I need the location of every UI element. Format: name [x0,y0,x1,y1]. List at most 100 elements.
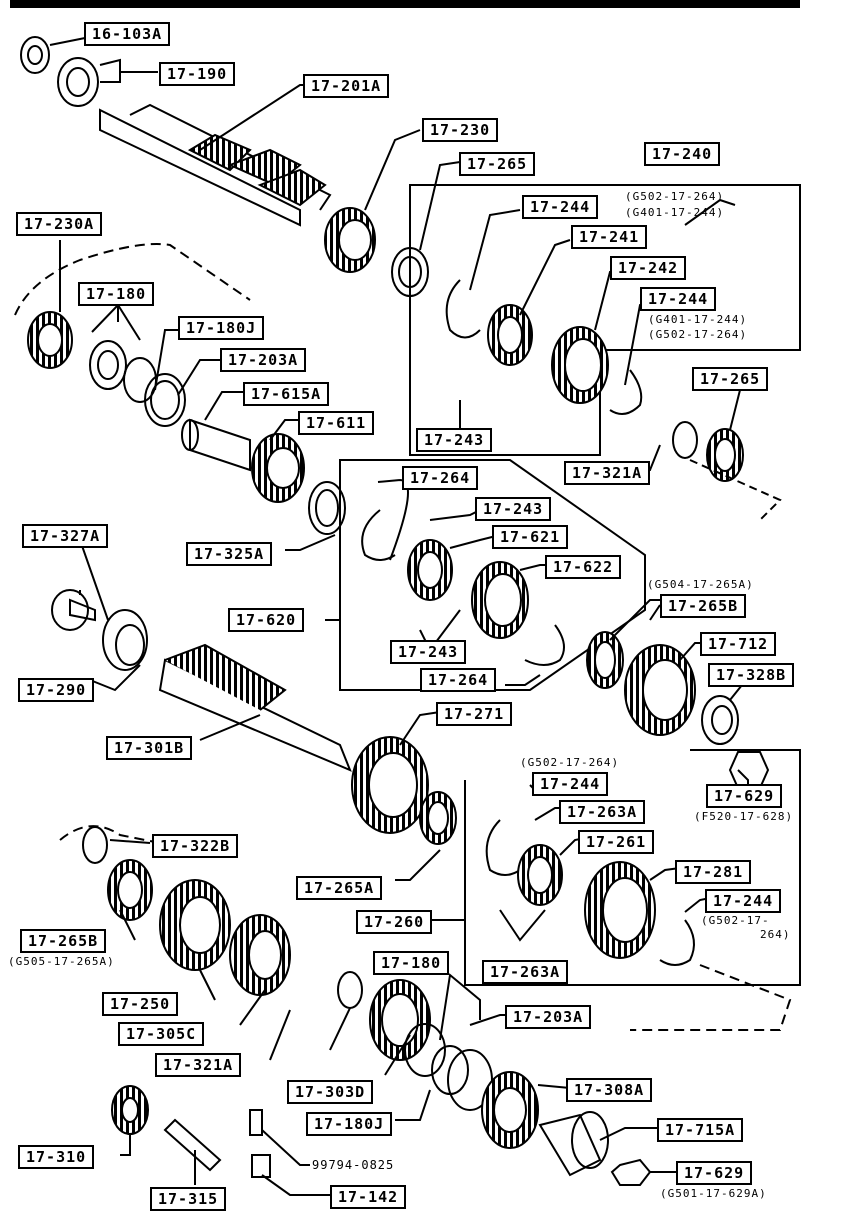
note-g502-17-264-c: (G502-17-264) [520,756,620,769]
callout-17-328B: 17-328B [708,663,795,687]
bolt-part-number: 99794-0825 [312,1158,395,1172]
callout-17-615A: 17-615A [243,382,330,406]
callout-17-265-mid: 17-265 [692,367,769,391]
callout-17-712: 17-712 [700,632,777,656]
callout-16-103A: 16-103A [84,22,171,46]
callout-17-321A-low: 17-321A [155,1053,242,1077]
callout-17-241: 17-241 [571,225,648,249]
note-g401-17-244-b: (G401-17-244) [648,313,748,326]
snap-ring-17-264b [524,624,565,666]
note-g504-17-265A: (G504-17-265A) [647,578,754,591]
bolt-99794-0825 [249,1109,263,1136]
callout-17-250: 17-250 [102,992,179,1016]
callout-17-263A-a: 17-263A [559,800,646,824]
countershaft-17-301B [158,658,352,772]
callout-17-265-top: 17-265 [459,152,536,176]
sleeve-17-615A [189,418,251,472]
callout-17-265B-low: 17-265B [20,929,107,953]
callout-17-203A-top: 17-203A [220,348,307,372]
box-17-260 [464,749,801,986]
callout-17-260: 17-260 [356,910,433,934]
callout-17-620: 17-620 [228,608,305,632]
callout-17-310: 17-310 [18,1145,95,1169]
note-g502-17-264-b: (G502-17-264) [648,328,748,341]
callout-17-264-b: 17-264 [420,668,497,692]
bracket-17-142 [251,1154,271,1178]
bearing-17-290 [102,609,148,671]
snap-ring-17-244d [659,919,695,966]
callout-17-201A: 17-201A [303,74,390,98]
callout-17-308A: 17-308A [566,1078,653,1102]
note-f520-17-628: (F520-17-628) [694,810,794,823]
callout-17-244-a: 17-244 [522,195,599,219]
callout-17-244-d: 17-244 [705,889,782,913]
callout-17-242: 17-242 [610,256,687,280]
callout-17-265A: 17-265A [296,876,383,900]
callout-17-715A: 17-715A [657,1118,744,1142]
callout-17-325A: 17-325A [186,542,273,566]
ring-17-321A-low [337,971,363,1009]
callout-17-230: 17-230 [422,118,499,142]
callout-17-629-mid: 17-629 [706,784,783,808]
box-17-620 [339,459,646,691]
callout-17-203A-low: 17-203A [505,1005,592,1029]
snap-ring-17-264 [361,509,396,561]
snap-ring-17-244c [485,819,521,876]
bearing-part [57,57,99,107]
nut-17-629-low [610,1158,652,1186]
callout-17-621: 17-621 [492,525,569,549]
spacer-17-328B [701,695,739,745]
callout-17-264-a: 17-264 [402,466,479,490]
callout-17-244-b: 17-244 [640,287,717,311]
main-shaft-gears [187,133,327,207]
callout-17-622: 17-622 [545,555,622,579]
callout-17-322B: 17-322B [152,834,239,858]
callout-17-243-b: 17-243 [475,497,552,521]
synchro-ring-17-325A [308,481,346,535]
top-border-bar [10,0,800,8]
callout-17-265B-mid: 17-265B [660,594,747,618]
callout-17-180-low: 17-180 [373,951,450,975]
callout-17-301B: 17-301B [106,736,193,760]
callout-17-190: 17-190 [159,62,236,86]
callout-17-244-c: 17-244 [532,772,609,796]
callout-17-243-c: 17-243 [390,640,467,664]
callout-17-611: 17-611 [298,411,375,435]
bearing-17-180 [89,340,127,390]
spacer-17-203A [144,373,186,427]
pin-17-315 [163,1118,222,1172]
callout-17-315: 17-315 [150,1187,227,1211]
snap-ring-17-244b [609,369,643,415]
callout-17-305C: 17-305C [118,1022,205,1046]
callout-17-629-low: 17-629 [676,1161,753,1185]
ring-17-322B [82,826,108,864]
callout-17-327A: 17-327A [22,524,109,548]
callout-17-321A-top: 17-321A [564,461,651,485]
callout-17-261: 17-261 [578,830,655,854]
ring-17-321A [672,421,698,459]
callout-17-263A-b: 17-263A [482,960,569,984]
snap-ring-17-244 [445,279,481,339]
callout-17-230A: 17-230A [16,212,103,236]
flange-17-715A [538,1113,602,1177]
note-g501-17-629A: (G501-17-629A) [660,1187,767,1200]
callout-17-243-top: 17-243 [416,428,493,452]
callout-17-180-top: 17-180 [78,282,155,306]
callout-17-281: 17-281 [675,860,752,884]
callout-17-290: 17-290 [18,678,95,702]
bearing-race-part [20,36,50,74]
note-g505-17-265A: (G505-17-265A) [8,955,115,968]
note-g401-17-244-a: (G401-17-244) [625,206,725,219]
note-g502-17-partial: (G502-17- [701,914,770,927]
note-264-partial: 264) [760,928,791,941]
callout-17-240: 17-240 [644,142,721,166]
callout-17-180J-low: 17-180J [306,1112,393,1136]
callout-17-180J-top: 17-180J [178,316,265,340]
bearing-17-180-low [404,1023,446,1077]
callout-17-142: 17-142 [330,1185,407,1209]
note-g502-17-264-a: (G502-17-264) [625,190,725,203]
shim-17-327A [51,589,89,631]
callout-17-271: 17-271 [436,702,513,726]
